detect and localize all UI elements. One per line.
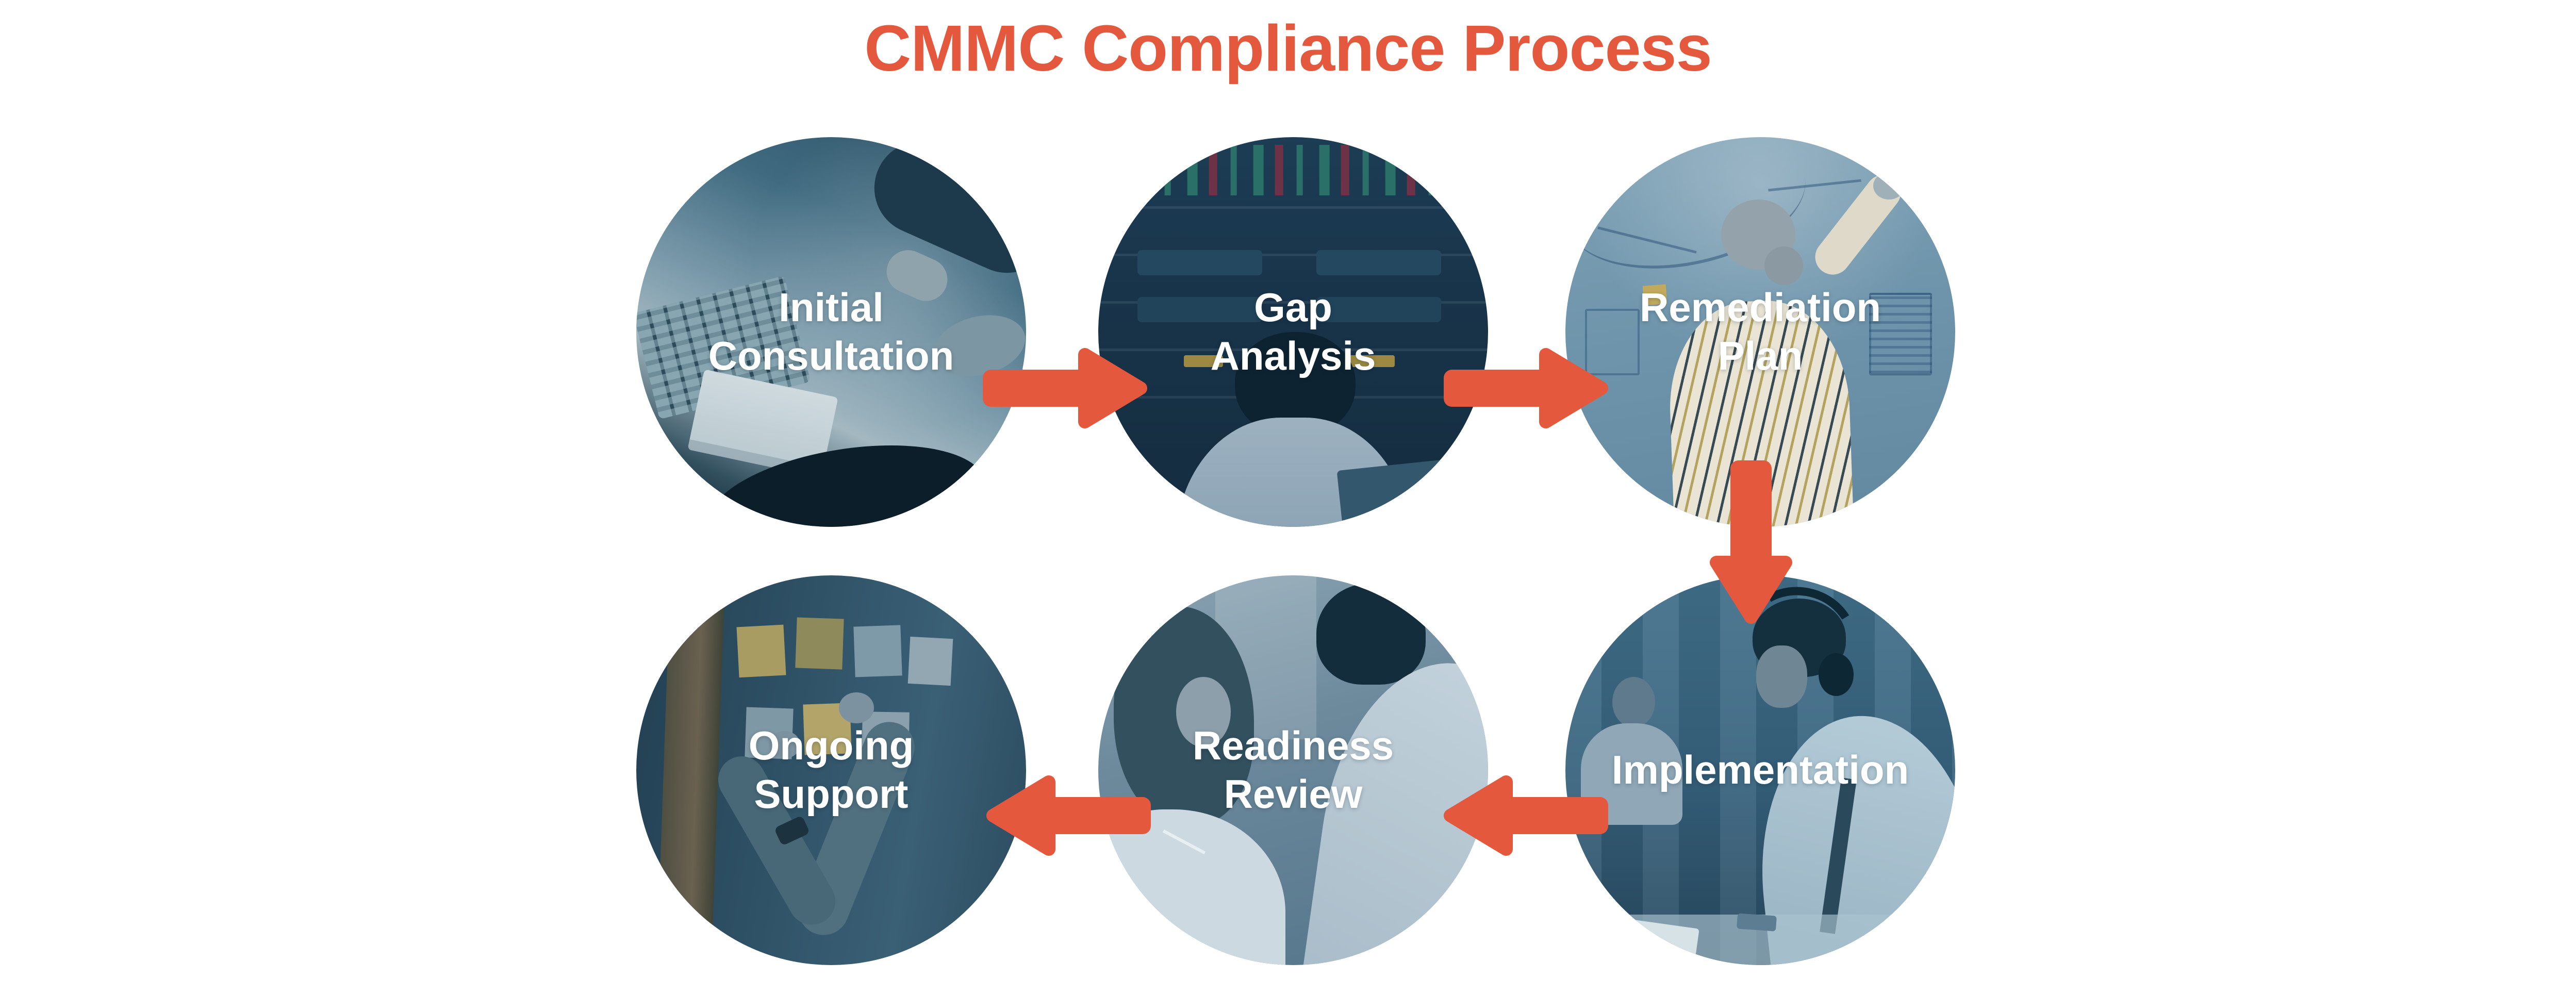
step-label-implementation: Implementation	[1565, 575, 1955, 965]
step-label-line: Review	[1224, 771, 1363, 817]
analyst-trading-dashboard-photo	[1098, 137, 1488, 527]
step-circle-readiness-review: Readiness Review	[1098, 575, 1488, 965]
step-circle-gap-analysis: Gap Analysis	[1098, 137, 1488, 527]
step-label-line: Initial	[779, 285, 884, 330]
step-circle-initial-consultation: Initial Consultation	[636, 137, 1026, 527]
step-circle-remediation-plan: Remediation Plan	[1565, 137, 1955, 527]
whiteboard-planning-photo	[1565, 137, 1955, 527]
step-label-remediation-plan: Remediation Plan	[1565, 137, 1955, 527]
colleagues-discussion-photo	[1098, 575, 1488, 965]
flow-arrow-left-icon	[1444, 775, 1608, 856]
step-label-line: Plan	[1718, 333, 1803, 378]
sticky-notes-wall-photo	[636, 575, 1026, 965]
step-label-line: Support	[754, 771, 909, 817]
step-label-line: Analysis	[1210, 333, 1376, 378]
step-label-ongoing-support: Ongoing Support	[636, 575, 1026, 965]
step-label-line: Ongoing	[748, 723, 914, 769]
step-label-line: Remediation	[1639, 285, 1881, 330]
step-label-gap-analysis: Gap Analysis	[1098, 137, 1488, 527]
support-agent-headset-photo	[1565, 575, 1955, 965]
step-label-line: Consultation	[708, 333, 954, 378]
step-label-line: Implementation	[1611, 747, 1909, 793]
step-circle-implementation: Implementation	[1565, 575, 1955, 965]
business-meeting-signing-photo	[636, 137, 1026, 527]
flow-arrow-down-icon	[1710, 460, 1792, 624]
step-label-line: Readiness	[1192, 723, 1394, 769]
step-label-initial-consultation: Initial Consultation	[636, 137, 1026, 527]
flow-arrow-left-icon	[986, 775, 1151, 856]
page-title: CMMC Compliance Process	[864, 12, 1712, 85]
step-circle-ongoing-support: Ongoing Support	[636, 575, 1026, 965]
flow-arrow-right-icon	[983, 348, 1147, 428]
flow-arrow-right-icon	[1444, 348, 1608, 428]
step-label-readiness-review: Readiness Review	[1098, 575, 1488, 965]
step-label-line: Gap	[1254, 285, 1332, 330]
